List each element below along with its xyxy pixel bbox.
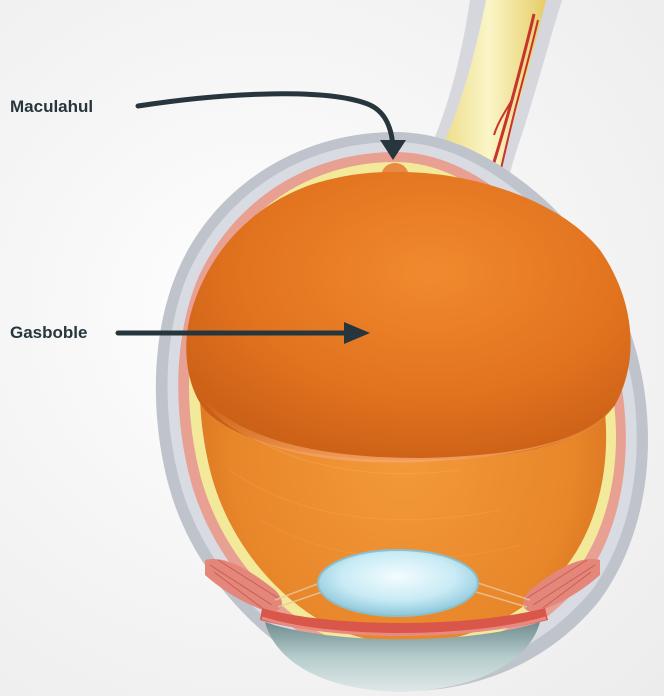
lens-icon [318, 550, 478, 616]
gas-bubble-label: Gasboble [10, 323, 87, 343]
macular-hole-label: Maculahul [10, 97, 93, 117]
